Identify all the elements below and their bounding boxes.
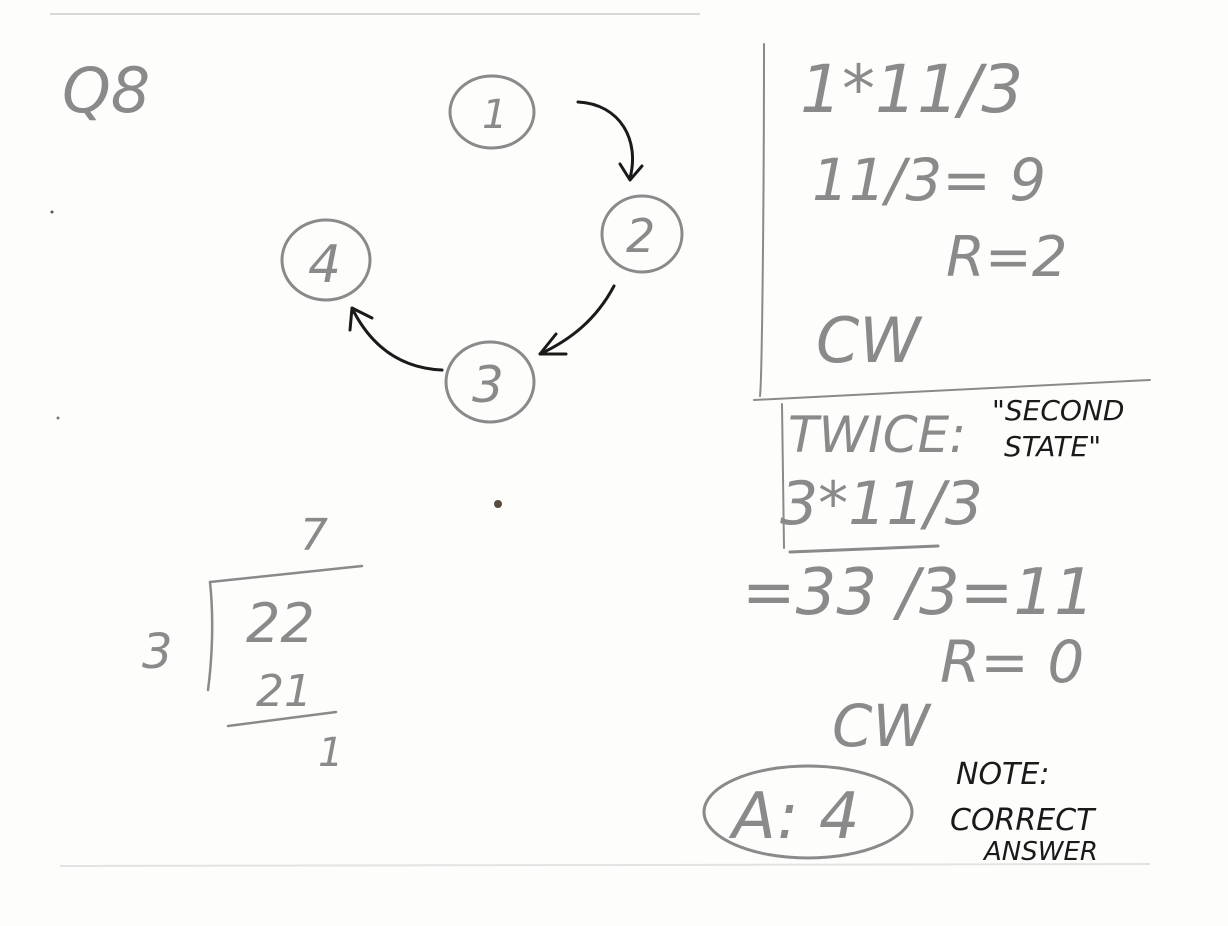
first-result: 11/3= 9 bbox=[812, 146, 1046, 214]
division-bracket bbox=[206, 580, 214, 692]
second-expression-underline bbox=[788, 544, 940, 554]
horizontal-divider bbox=[753, 379, 1151, 401]
division-quotient: 7 bbox=[300, 510, 328, 561]
arrowhead-1-to-2 bbox=[618, 162, 644, 182]
answer-text: A: 4 bbox=[728, 780, 860, 854]
cycle-diagram: 1 2 3 4 bbox=[280, 74, 684, 424]
division-dividend: 22 bbox=[246, 592, 315, 655]
arrow-1-to-2 bbox=[576, 100, 635, 180]
node-label-1: 1 bbox=[482, 92, 507, 138]
division-product: 21 bbox=[256, 666, 312, 717]
scan-speck bbox=[494, 500, 502, 508]
node-label-2: 2 bbox=[626, 209, 655, 263]
question-label: Q8 bbox=[62, 54, 150, 127]
node-circle-4 bbox=[280, 218, 372, 302]
computation-work: 1*11/3 11/3= 9 R=2 CW TWICE: "SECOND STA… bbox=[742, 51, 1124, 760]
scan-speck bbox=[56, 416, 60, 420]
node-circle-2 bbox=[600, 194, 684, 274]
second-expression: 3*11/3 bbox=[780, 469, 983, 539]
note-line1: NOTE: bbox=[956, 757, 1049, 792]
second-result: =33 /3=11 bbox=[742, 556, 1095, 630]
arrowhead-2-to-3 bbox=[538, 332, 568, 356]
division-subtract-line bbox=[226, 710, 338, 728]
first-direction: CW bbox=[816, 304, 923, 377]
node-label-4: 4 bbox=[308, 235, 341, 295]
division-bar bbox=[208, 564, 364, 584]
note-line2: CORRECT bbox=[950, 803, 1097, 838]
second-state-note-line1: "SECOND bbox=[992, 394, 1124, 427]
second-state-note-line2: STATE" bbox=[1004, 430, 1101, 463]
scan-edge-bottom bbox=[59, 863, 1151, 867]
vertical-divider-top bbox=[759, 43, 765, 397]
note-line3: ANSWER bbox=[982, 837, 1098, 867]
first-remainder: R=2 bbox=[946, 225, 1067, 290]
node-label-3: 3 bbox=[472, 356, 504, 414]
node-circle-1 bbox=[448, 74, 536, 150]
second-remainder: R= 0 bbox=[940, 628, 1084, 696]
node-circle-3 bbox=[444, 340, 536, 424]
answer-block: A: 4 NOTE: CORRECT ANSWER bbox=[702, 757, 1098, 867]
arrowhead-3-to-4 bbox=[348, 306, 374, 332]
twice-label: TWICE: bbox=[788, 406, 966, 464]
division-divisor: 3 bbox=[142, 624, 173, 680]
long-division: 7 3 22 21 1 bbox=[142, 510, 364, 776]
arrow-2-to-3 bbox=[538, 284, 616, 356]
vertical-divider-bottom bbox=[781, 403, 785, 549]
answer-circle bbox=[702, 764, 914, 860]
second-direction: CW bbox=[832, 692, 932, 760]
first-expression: 1*11/3 bbox=[800, 51, 1023, 128]
scan-speck bbox=[50, 210, 54, 214]
division-remainder: 1 bbox=[318, 730, 343, 776]
arrow-3-to-4 bbox=[352, 310, 444, 372]
